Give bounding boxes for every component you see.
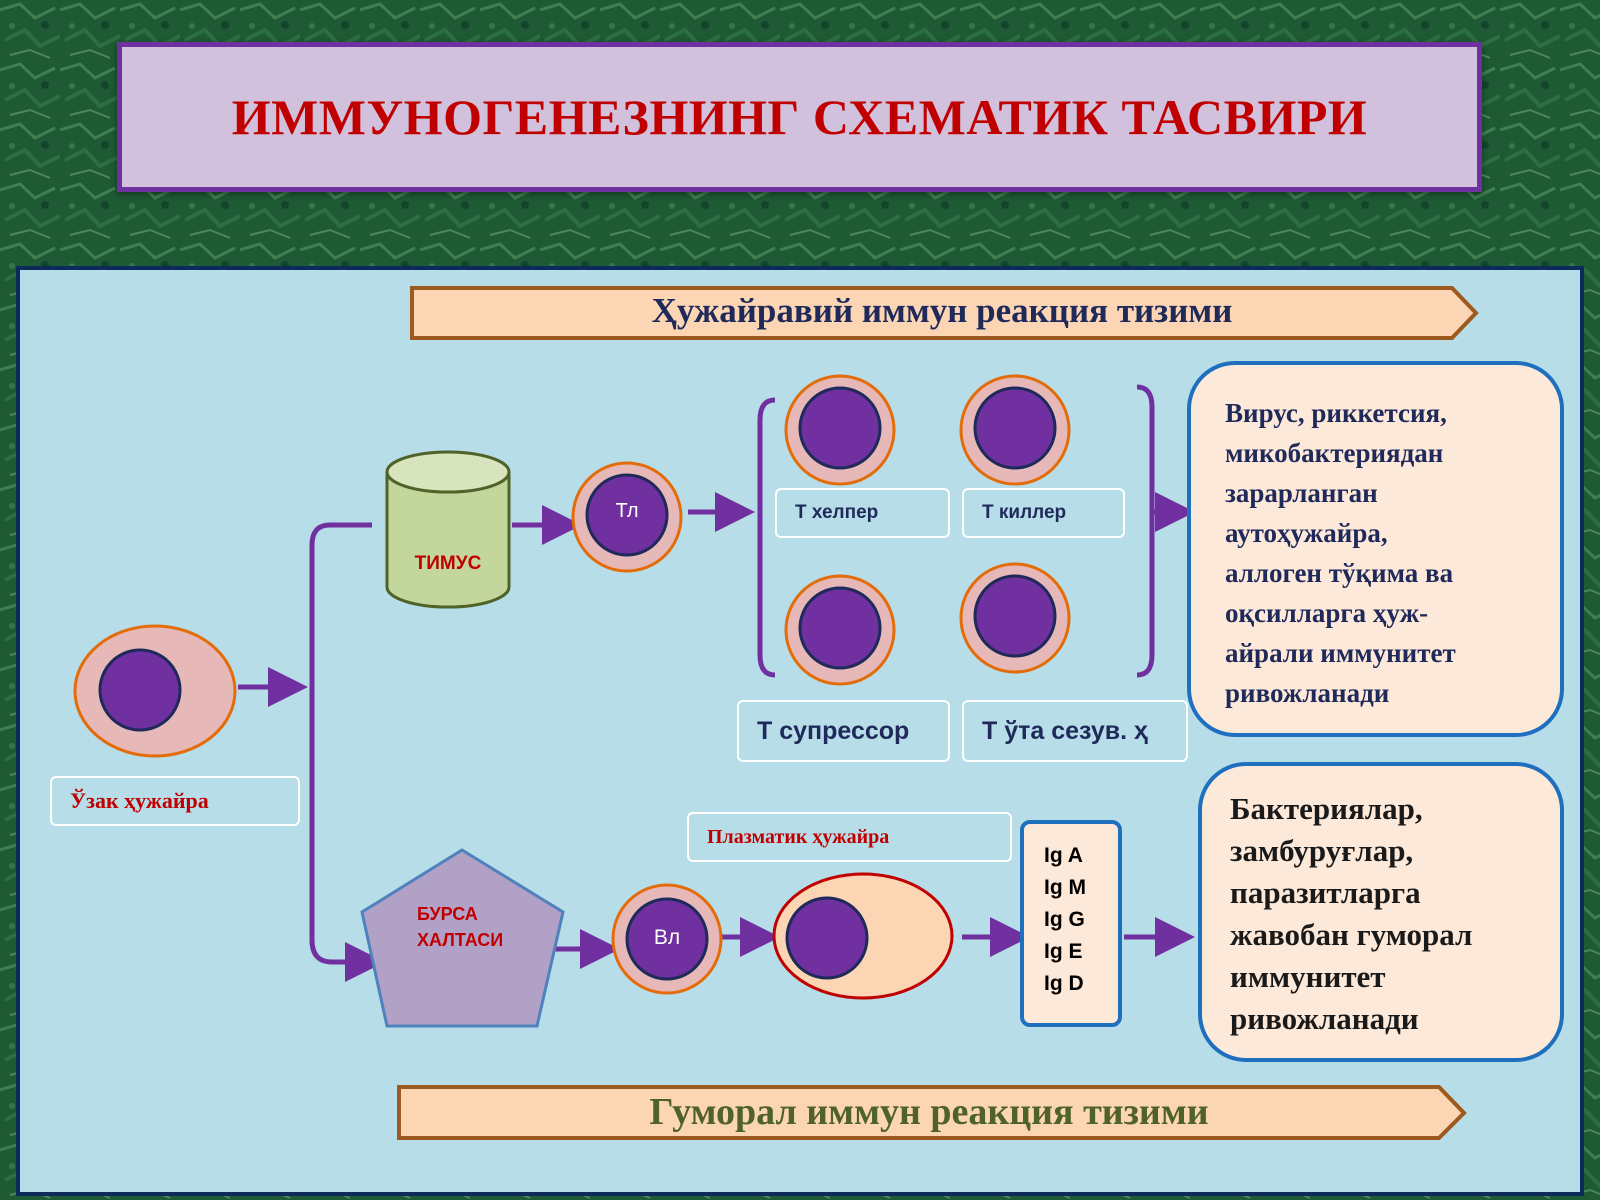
plasma-cell-label: Плазматик ҳужайра <box>707 825 890 848</box>
stem-cell <box>73 624 237 758</box>
ig-g-label: Ig G <box>1044 908 1085 931</box>
t-helper-label-box: Т хелпер <box>775 488 950 538</box>
t-lymphocyte-label: Тл <box>615 500 639 522</box>
humoral-system-label: Гуморал иммун реакция тизими <box>649 1091 1209 1133</box>
t-suppressor-label-box: Т супрессор <box>737 700 950 762</box>
humoral-outcome-line: замбуруғлар, <box>1230 833 1414 868</box>
ig-d-label: Ig D <box>1044 972 1084 995</box>
humoral-outcome-line: иммунитет <box>1230 959 1386 994</box>
cellular-system-label: Ҳужайравий иммун реакция тизими <box>651 291 1233 330</box>
cellular-outcome-line: ривожланади <box>1225 678 1390 708</box>
page-title: ИММУНОГЕНЕЗНИНГ СХЕМАТИК ТАСВИРИ <box>231 89 1368 145</box>
stem-cell-label: Ўзак ҳужайра <box>70 788 209 813</box>
immunoglobulin-box: Ig A Ig M Ig G Ig E Ig D <box>1020 820 1122 1027</box>
title-box: ИММУНОГЕНЕЗНИНГ СХЕМАТИК ТАСВИРИ <box>117 42 1482 192</box>
cellular-banner-arrow <box>410 286 1479 340</box>
connector-arrows <box>238 492 1195 982</box>
t-suppressor-cell <box>784 574 896 686</box>
t-memory-label-box: Т ўта сезув. ҳ <box>962 700 1188 762</box>
humoral-outcome-line: Бактериялар, <box>1230 791 1423 826</box>
cellular-outcome-line: зарарланган <box>1225 478 1378 508</box>
t-killer-label: Т киллер <box>982 502 1067 523</box>
bursa-label-line2: ХАЛТАСИ <box>417 930 504 950</box>
t-helper-label: Т хелпер <box>795 502 879 523</box>
ig-a-label: Ig A <box>1044 844 1083 867</box>
bursa-pentagon <box>360 848 565 1028</box>
cellular-outcome-line: аутоҳужайра, <box>1225 518 1388 548</box>
cellular-outcome-line: Вирус, риккетсия, <box>1225 398 1447 428</box>
stem-cell-label-box: Ўзак ҳужайра <box>50 776 300 826</box>
humoral-outcome-box: Бактериялар, замбуруғлар, паразитларга ж… <box>1198 762 1564 1062</box>
humoral-outcome-line: паразитларга <box>1230 875 1421 910</box>
plasma-cell <box>772 872 954 1000</box>
humoral-banner-arrow <box>397 1085 1467 1140</box>
cellular-outcome-line: микобактериядан <box>1225 438 1444 468</box>
ig-m-label: Ig M <box>1044 876 1086 899</box>
right-bracket <box>1136 384 1155 678</box>
thymus-label: ТИМУС <box>414 553 482 574</box>
left-bracket <box>757 397 776 678</box>
b-lymphocyte-label: Вл <box>653 926 681 949</box>
ig-e-label: Ig E <box>1044 940 1083 963</box>
t-killer-cell <box>959 374 1071 486</box>
bursa-label-line1: БУРСА <box>417 904 478 924</box>
t-memory-label: Т ўта сезув. ҳ <box>982 716 1148 745</box>
plasma-cell-label-box: Плазматик ҳужайра <box>687 812 1012 862</box>
cellular-outcome-line: айрали иммунитет <box>1225 638 1456 668</box>
cellular-outcome-line: оқсилларга ҳуж- <box>1225 598 1429 628</box>
humoral-outcome-line: жавобан гуморал <box>1230 917 1473 952</box>
t-lymphocyte-cell <box>571 461 683 573</box>
t-suppressor-label: Т супрессор <box>757 716 910 745</box>
t-killer-label-box: Т киллер <box>962 488 1125 538</box>
humoral-outcome-line: ривожланади <box>1230 1001 1419 1036</box>
cellular-outcome-box: Вирус, риккетсия, микобактериядан зарарл… <box>1187 361 1564 737</box>
b-lymphocyte-cell <box>611 883 723 995</box>
t-helper-cell <box>784 374 896 486</box>
cellular-outcome-line: аллоген тўқима ва <box>1225 558 1454 588</box>
thymus-cylinder <box>385 450 511 609</box>
t-memory-cell <box>959 562 1071 674</box>
